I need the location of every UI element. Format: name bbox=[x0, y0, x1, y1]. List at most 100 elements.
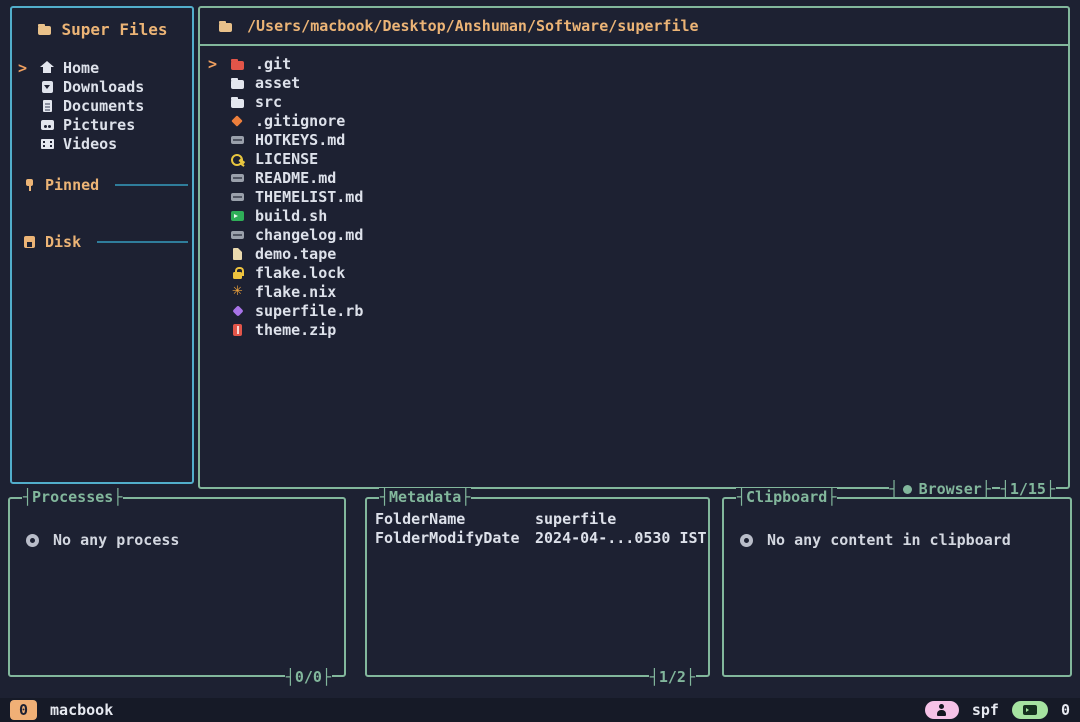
sidebar-item-documents[interactable]: Documents bbox=[12, 96, 192, 115]
shell-script-icon bbox=[230, 209, 245, 223]
sidebar-item-downloads[interactable]: Downloads bbox=[12, 77, 192, 96]
git-folder-icon bbox=[230, 57, 245, 71]
empty-text: No any process bbox=[53, 531, 179, 549]
file-row[interactable]: theme.zip bbox=[200, 320, 1068, 339]
file-row[interactable]: demo.tape bbox=[200, 244, 1068, 263]
panel-title: Metadata bbox=[389, 488, 461, 506]
file-row[interactable]: flake.nix bbox=[200, 282, 1068, 301]
terminal-icon bbox=[1023, 705, 1037, 715]
file-row[interactable]: LICENSE bbox=[200, 149, 1068, 168]
app-title: Super Files bbox=[62, 20, 168, 39]
clipboard-title-tab: Clipboard bbox=[736, 488, 837, 506]
pin-icon bbox=[22, 178, 37, 192]
tab-index: 0 bbox=[19, 701, 28, 719]
tape-file-icon bbox=[230, 247, 245, 261]
file-row[interactable]: README.md bbox=[200, 168, 1068, 187]
file-row[interactable]: changelog.md bbox=[200, 225, 1068, 244]
metadata-row: FolderName superfile bbox=[375, 509, 708, 528]
panel-mode-label: Browser bbox=[919, 480, 982, 498]
folder-icon bbox=[218, 19, 233, 33]
zip-icon bbox=[230, 323, 245, 337]
metadata-counter: 1/2 bbox=[659, 668, 686, 686]
metadata-title-tab: Metadata bbox=[379, 488, 471, 506]
metadata-panel: Metadata FolderName superfile FolderModi… bbox=[365, 497, 710, 677]
section-divider bbox=[115, 184, 188, 186]
file-name: flake.lock bbox=[251, 264, 345, 282]
file-row[interactable]: THEMELIST.md bbox=[200, 187, 1068, 206]
ruby-icon bbox=[230, 304, 245, 318]
file-row[interactable]: .gitignore bbox=[200, 111, 1068, 130]
file-name: LICENSE bbox=[251, 150, 318, 168]
file-counter-tab: 1/15 bbox=[1000, 480, 1056, 498]
file-name: .gitignore bbox=[251, 112, 345, 130]
disk-icon bbox=[22, 235, 37, 249]
file-row[interactable]: flake.lock bbox=[200, 263, 1068, 282]
folder-icon bbox=[37, 22, 52, 36]
status-right: spf 0 bbox=[925, 701, 1070, 719]
file-name: src bbox=[251, 93, 282, 111]
file-row[interactable]: src bbox=[200, 92, 1068, 111]
sidebar-title: Super Files bbox=[12, 20, 192, 38]
bullet-icon bbox=[740, 534, 753, 547]
panel-title: Clipboard bbox=[746, 488, 827, 506]
key-icon bbox=[230, 152, 245, 166]
sidebar-items: Home Downloads Documents Pictures Videos bbox=[12, 58, 192, 153]
bullet-icon bbox=[26, 534, 39, 547]
person-icon bbox=[936, 704, 948, 716]
file-row[interactable]: asset bbox=[200, 73, 1068, 92]
file-row[interactable]: superfile.rb bbox=[200, 301, 1068, 320]
file-name: theme.zip bbox=[251, 321, 336, 339]
processes-empty-state: No any process bbox=[26, 531, 344, 549]
processes-panel: Processes No any process 0/0 bbox=[8, 497, 346, 677]
clipboard-empty-state: No any content in clipboard bbox=[740, 531, 1070, 549]
hostname-label: macbook bbox=[50, 701, 113, 719]
markdown-icon bbox=[230, 190, 245, 204]
empty-text: No any content in clipboard bbox=[767, 531, 1011, 549]
markdown-icon bbox=[230, 228, 245, 242]
folder-icon bbox=[230, 76, 245, 90]
metadata-counter-tab: 1/2 bbox=[649, 668, 696, 686]
file-row[interactable]: .git bbox=[200, 54, 1068, 73]
file-name: demo.tape bbox=[251, 245, 336, 263]
status-bar: 0 macbook spf 0 bbox=[0, 698, 1080, 722]
video-icon bbox=[40, 137, 55, 151]
metadata-key: FolderModifyDate bbox=[375, 529, 535, 547]
document-icon bbox=[40, 99, 55, 113]
metadata-key: FolderName bbox=[375, 510, 535, 528]
sidebar-item-videos[interactable]: Videos bbox=[12, 134, 192, 153]
metadata-value: superfile bbox=[535, 510, 616, 528]
file-name: flake.nix bbox=[251, 283, 336, 301]
file-name: changelog.md bbox=[251, 226, 363, 244]
panel-mode-tab: Browser bbox=[889, 480, 992, 498]
download-icon bbox=[40, 80, 55, 94]
sidebar-item-label: Downloads bbox=[61, 78, 144, 96]
file-name: build.sh bbox=[251, 207, 327, 225]
cursor bbox=[208, 55, 224, 73]
gitignore-icon bbox=[230, 114, 245, 128]
sidebar-panel: Super Files Home Downloads Documents bbox=[10, 6, 194, 484]
metadata-row: FolderModifyDate 2024-04-...0530 IST bbox=[375, 528, 708, 547]
status-left: 0 macbook bbox=[10, 700, 113, 720]
mode-dot-icon bbox=[903, 485, 912, 494]
file-name: README.md bbox=[251, 169, 336, 187]
file-row[interactable]: HOTKEYS.md bbox=[200, 130, 1068, 149]
status-count: 0 bbox=[1061, 701, 1070, 719]
tab-index-badge[interactable]: 0 bbox=[10, 700, 37, 720]
section-label: Disk bbox=[45, 233, 81, 251]
sidebar-section-pinned: Pinned bbox=[12, 175, 192, 194]
session-label: spf bbox=[972, 701, 999, 719]
sidebar-item-pictures[interactable]: Pictures bbox=[12, 115, 192, 134]
sidebar-item-home[interactable]: Home bbox=[12, 58, 192, 77]
file-name: .git bbox=[251, 55, 291, 73]
folder-icon bbox=[230, 95, 245, 109]
processes-counter: 0/0 bbox=[295, 668, 322, 686]
section-label: Pinned bbox=[45, 176, 99, 194]
file-panel-footer: Browser 1/15 bbox=[889, 480, 1056, 498]
terminal-badge bbox=[1012, 701, 1048, 719]
file-name: asset bbox=[251, 74, 300, 92]
metadata-value: 2024-04-...0530 IST bbox=[535, 529, 707, 547]
file-row[interactable]: build.sh bbox=[200, 206, 1068, 225]
sidebar-item-label: Home bbox=[61, 59, 99, 77]
processes-counter-tab: 0/0 bbox=[285, 668, 332, 686]
